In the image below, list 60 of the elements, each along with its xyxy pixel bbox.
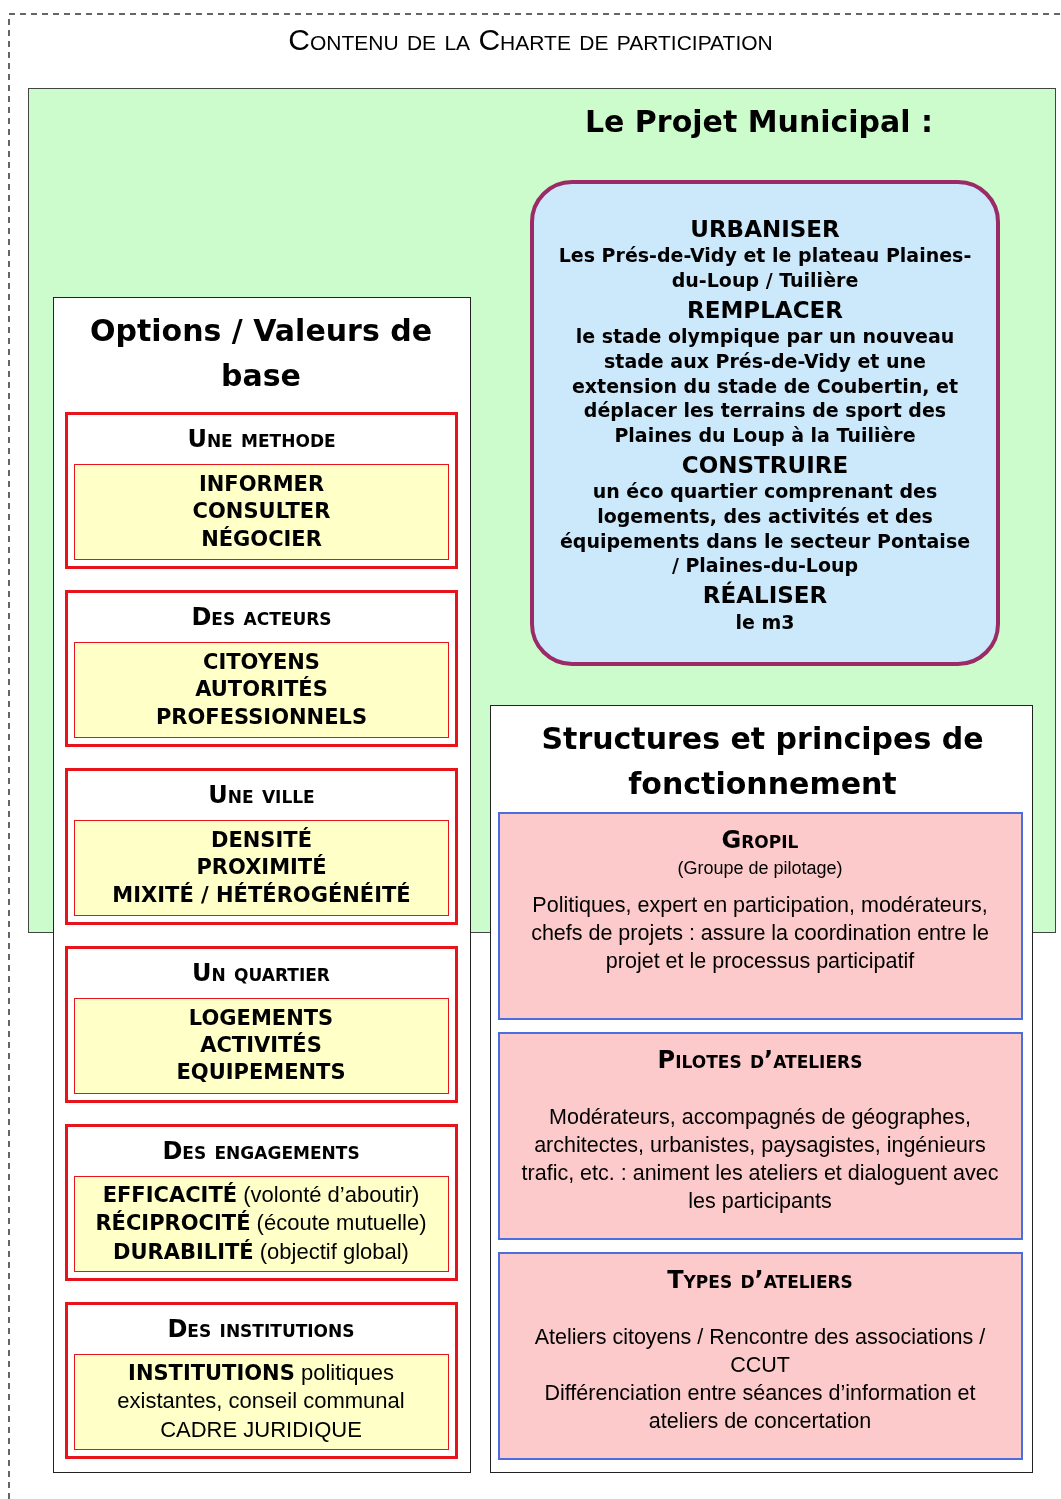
list-item: DURABILITÉ (objectif global) [113,1237,409,1266]
description-text: le m3 [735,609,795,635]
section-heading: Un quartier [192,958,330,988]
highlight-box [73,1175,449,1272]
highlight-box [74,464,449,560]
description-text: Politiques, expert en participation, modérateurs, chefs de projets : assure la coordination entre le projet et le processus participatif [530,891,990,975]
list-item: INSTITUTIONS politiques existantes, conseil communal [116,1359,406,1416]
section-heading: Des engagements [162,1136,360,1166]
category-box [64,1301,458,1459]
list-item: DENSITÉ [211,827,312,854]
category-box [65,590,458,747]
action-heading: URBANISER [690,215,840,244]
box-heading: Types d’ateliers [667,1265,853,1295]
highlight-box [74,820,449,916]
list-item: ACTIVITÉS [200,1031,322,1059]
box-heading: Gropil [721,825,799,855]
action-heading: REMPLACER [687,296,843,325]
list-item: PROFESSIONNELS [155,703,368,731]
list-item: MIXITÉ / HÉTÉROGÉNÉITÉ [112,881,411,909]
panel [490,705,1033,1473]
info-box [497,1031,1023,1240]
list-item: PROXIMITÉ [196,854,327,882]
info-box [497,1251,1023,1460]
list-item: CITOYENS [203,649,320,676]
description-text: Ateliers citoyens / Rencontre des associations / CCUT [533,1324,987,1380]
list-item: CADRE JURIDIQUE [160,1415,362,1444]
box-heading: Pilotes d’ateliers [657,1045,863,1075]
list-item: CONSULTER [192,498,331,526]
description-text: Les Prés-de-Vidy et le plateau Plaines-du-Loup / Tuilière [557,243,973,293]
highlight-box [73,997,449,1094]
heading: Options / Valeurs de base [89,312,433,395]
list-item: EFFICACITÉ (volonté d’aboutir) [102,1181,420,1210]
description-text: un éco quartier comprenant des logements, des activités et des équipements dans le secteur Pontaise / Plaines-du-Loup [558,479,972,579]
section-heading: Des institutions [167,1314,355,1344]
category-box [65,412,458,569]
rounded-box [530,180,1000,666]
info-box [497,811,1023,1020]
action-heading: RÉALISER [702,582,828,610]
highlight-box [74,642,449,738]
section-heading: Une ville [208,781,315,810]
description-text: Différenciation entre séances d’information et ateliers de concertation [543,1380,977,1436]
highlight-box [73,1353,449,1450]
heading: Structures et principes de fonctionnement [541,720,984,803]
list-item: RÉCIPROCITÉ (écoute mutuelle) [95,1209,427,1238]
list-item: LOGEMENTS [188,1004,334,1032]
subtitle-text: (Groupe de pilotage) [677,858,843,880]
category-box [65,768,458,925]
description-text: le stade olympique par un nouveau stade aux Prés-de-Vidy et une extension du stade de Coubertin, et déplacer les terrains de sport des Plaines du Loup à la Tuilière [570,324,960,448]
list-item: NÉGOCIER [201,525,322,553]
diagram-title: Contenu de la Charte de participation [287,22,774,58]
description-text: Modérateurs, accompagnés de géographes, architectes, urbanistes, paysagistes, ingénieurs trafic, etc. : animent les ateliers et dialoguent avec les participants [520,1104,1000,1216]
list-item: EQUIPEMENTS [176,1059,346,1087]
list-item: AUTORITÉS [195,676,328,704]
heading: Le Projet Municipal : [584,103,934,141]
category-box [64,1123,458,1281]
category-box [64,945,458,1103]
list-item: INFORMER [198,471,325,499]
section-heading: Des acteurs [191,603,332,632]
action-heading: CONSTRUIRE [681,451,849,480]
section-heading: Une methode [187,425,336,454]
